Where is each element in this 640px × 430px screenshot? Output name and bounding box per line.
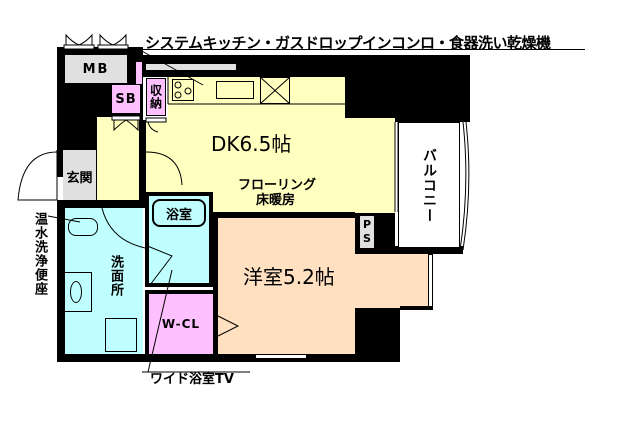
western-room	[218, 218, 355, 354]
hallway	[97, 117, 139, 202]
ps-label-p: P	[362, 218, 372, 231]
entrance: 玄関	[63, 150, 97, 202]
floor-heating-label: 床暖房	[256, 193, 296, 208]
shoe-box: SB	[111, 84, 141, 114]
western-room-ext	[355, 254, 429, 308]
kitchen-note-underline	[140, 49, 585, 50]
wall-right-ext	[400, 306, 433, 310]
mb-label: MB	[82, 61, 110, 77]
wall-dk-western	[218, 212, 355, 218]
wall-balcony-base	[395, 246, 463, 254]
wall-left-lower	[57, 200, 65, 362]
sink-icon	[216, 81, 254, 99]
meter-box: MB	[64, 54, 128, 84]
storage-closet: 収納	[146, 78, 166, 116]
wall-top-right-block	[345, 55, 470, 122]
kitchen-hood-bar	[146, 64, 236, 70]
bath-tv-note: ワイド浴室TV	[150, 372, 234, 387]
walk-in-closet: W-CL	[145, 290, 213, 354]
kitchen-note: システムキッチン・ガスドロップインコンロ・食器洗い乾燥機	[145, 34, 551, 52]
toilet-note: 温水洗浄便座	[32, 212, 47, 296]
dishwasher-icon	[260, 77, 290, 104]
washbasin-bowl-icon	[70, 281, 82, 303]
washing-machine-icon	[105, 318, 137, 352]
balcony: バルコニー	[398, 122, 460, 248]
window-bottom	[255, 354, 307, 359]
bathtub-icon: 浴室	[152, 199, 206, 227]
wall-bottom	[57, 354, 400, 362]
stove-icon	[172, 79, 194, 101]
pipe-space: P S	[360, 216, 374, 248]
storage-label: 収納	[148, 84, 163, 110]
sb-label: SB	[115, 91, 137, 107]
bathroom-label: 浴室	[165, 207, 192, 223]
toilet-icon	[68, 218, 98, 236]
window-right	[428, 254, 433, 308]
balcony-label: バルコニー	[421, 147, 437, 223]
ps-label-s: S	[363, 232, 371, 245]
washroom-label: 洗面所	[108, 255, 123, 297]
wcl-label: W-CL	[161, 317, 201, 331]
wall-wcl-right	[213, 212, 218, 354]
wall-hall-divider	[139, 120, 146, 202]
western-room-ext-low	[345, 254, 355, 308]
flooring-label: フローリング	[238, 178, 317, 193]
entrance-label: 玄関	[66, 170, 93, 186]
wall-wash-top	[57, 200, 145, 208]
dk-label: DK6.5帖	[211, 132, 292, 156]
sb-strip	[136, 62, 142, 84]
western-room-label: 洋室5.2帖	[243, 265, 335, 289]
